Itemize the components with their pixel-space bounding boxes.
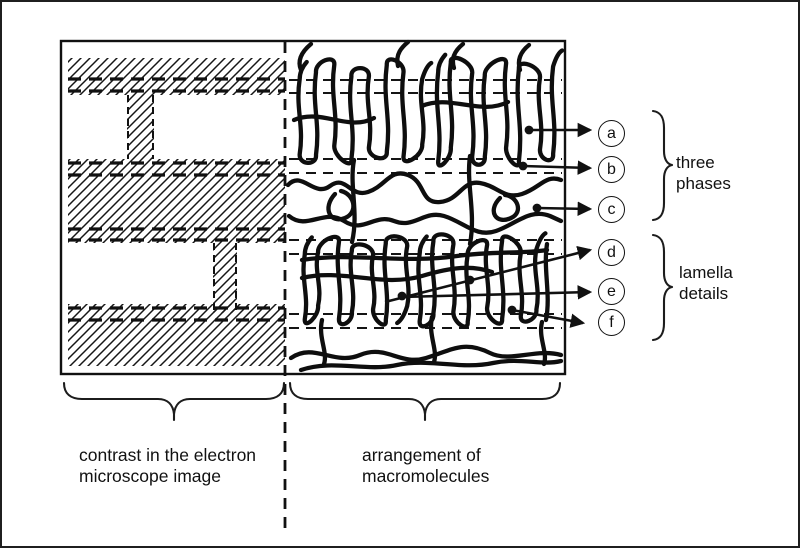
em-contrast-pattern — [68, 58, 285, 366]
callout-arrows — [384, 122, 593, 328]
callout-label-d: d — [598, 239, 625, 266]
caption-macromolecule-arrangement: arrangement of macromolecules — [362, 445, 490, 486]
callout-label-f: f — [598, 309, 625, 336]
macromolecule-chains — [285, 39, 565, 373]
callout-label-c: c — [598, 196, 625, 223]
caption-em-contrast: contrast in the electron microscope imag… — [79, 445, 257, 486]
group-braces — [62, 109, 674, 422]
callout-label-a: a — [598, 120, 625, 147]
group-caption-lamella-details: lamella details — [679, 263, 733, 303]
group-caption-three-phases: three phases — [676, 153, 731, 193]
callout-label-e: e — [598, 278, 625, 305]
callout-anchor-dots — [397, 125, 542, 315]
callout-label-b: b — [598, 156, 625, 183]
